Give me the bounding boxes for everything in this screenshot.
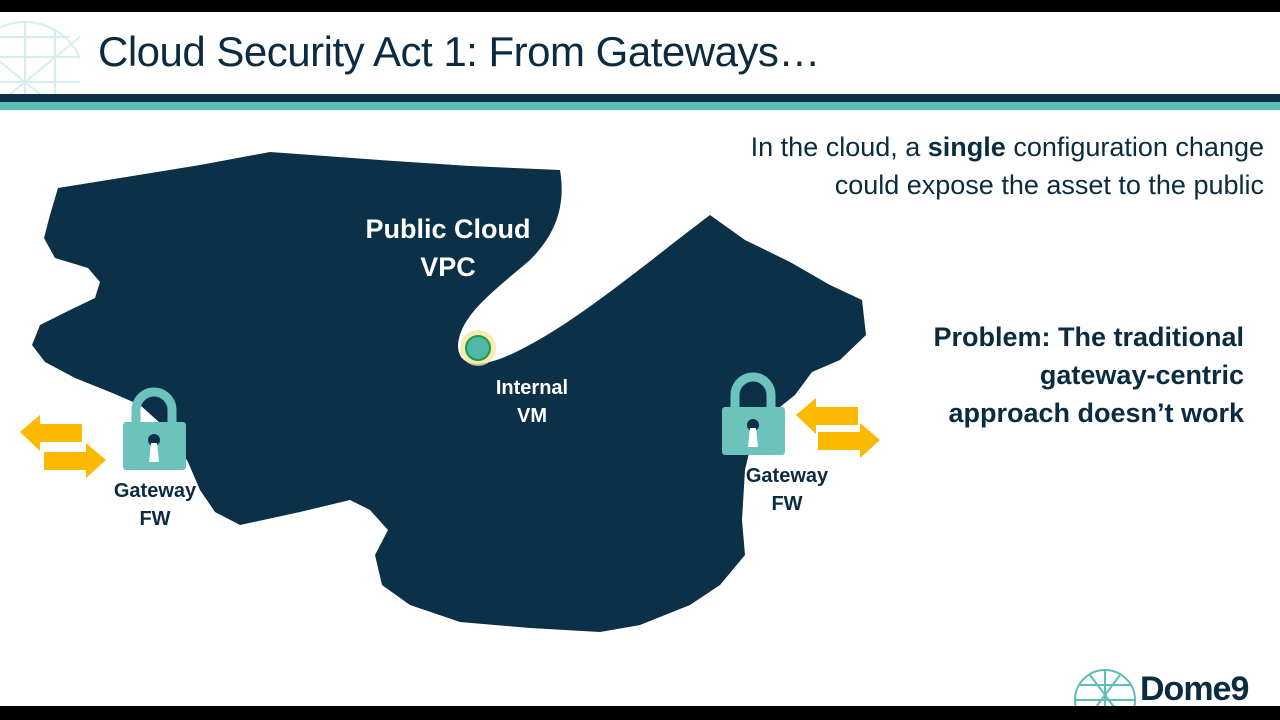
vm-node-icon [460, 330, 496, 366]
problem-statement: Problem: The traditional gateway-centric… [933, 318, 1244, 432]
callout-bold: single [927, 132, 1006, 162]
vpc-label: Public Cloud VPC [350, 210, 546, 286]
slide-title: Cloud Security Act 1: From Gateways… [98, 28, 820, 75]
bidirectional-arrows-icon-left [20, 415, 106, 478]
callout-suffix: configuration change [1005, 132, 1264, 162]
vm-label: Internal VM [480, 374, 584, 430]
callout-line2: could expose the asset to the public [834, 170, 1264, 200]
callout-prefix: In the cloud, a [750, 132, 928, 162]
title-rule-teal [0, 102, 1280, 110]
right-fw-line2: FW [771, 493, 803, 515]
letterbox-top [0, 0, 1280, 12]
lock-icon-right [722, 372, 785, 455]
dome9-logo: Dome9 [1140, 670, 1249, 708]
problem-line3: approach doesn’t work [948, 398, 1244, 428]
problem-line1: Problem: The traditional [933, 322, 1244, 352]
problem-line2: gateway-centric [1039, 360, 1244, 390]
letterbox-bottom [0, 706, 1280, 720]
vm-label-line2: VM [517, 405, 547, 427]
vpc-label-line1: Public Cloud [365, 214, 531, 244]
title-rule-dark [0, 94, 1280, 102]
left-fw-line1: Gateway [113, 480, 197, 502]
vpc-shape [32, 152, 866, 632]
lock-icon-left [123, 387, 186, 470]
right-fw-line1: Gateway [745, 465, 829, 487]
vm-label-line1: Internal [495, 377, 569, 399]
right-gateway-fw-label: Gateway FW [732, 462, 842, 518]
left-fw-line2: FW [139, 508, 171, 530]
globe-watermark-icon [0, 21, 80, 102]
callout-text: In the cloud, a single configuration cha… [751, 128, 1264, 204]
vpc-label-line2: VPC [420, 252, 476, 282]
bidirectional-arrows-icon-right [796, 398, 880, 458]
left-gateway-fw-label: Gateway FW [100, 477, 210, 533]
